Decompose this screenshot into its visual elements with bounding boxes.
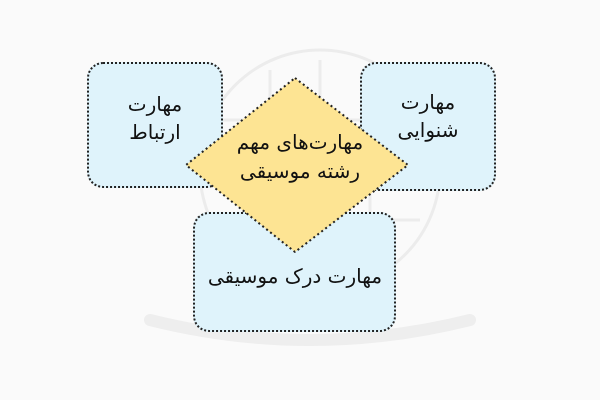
node-hearing-label: مهارت شنوایی (397, 90, 459, 142)
node-communication-label: مهارت ارتباط (127, 92, 183, 144)
center-diamond-shape (185, 77, 409, 253)
node-music-perception-label: مهارت درک موسیقی (207, 264, 383, 288)
node-hearing-skill (360, 62, 496, 191)
node-music-perception-skill (193, 212, 396, 332)
center-title: مهارت‌های مهم رشته موسیقی (236, 130, 364, 183)
